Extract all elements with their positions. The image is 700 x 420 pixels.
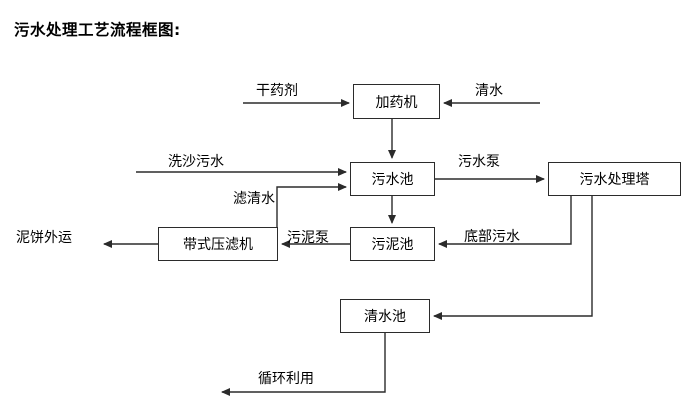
edge-tower-to-cleanwater (433, 196, 593, 320)
edge-tower-bottom-to-sludge (438, 196, 572, 248)
node-label: 污泥池 (371, 237, 414, 253)
edge-cleanwater-to-reuse (221, 333, 386, 396)
node-dosing-machine[interactable]: 加药机 (353, 84, 440, 119)
terminal-mud-cake-out: 泥饼外运 (16, 230, 72, 246)
terminal-fresh-water: 清水 (475, 83, 503, 99)
edge-label-bottom-sewage: 底部污水 (464, 229, 520, 245)
node-label: 带式压滤机 (183, 237, 253, 253)
edge-label-sludge-pump: 污泥泵 (287, 230, 329, 246)
page-title: 污水处理工艺流程框图: (14, 21, 181, 39)
edge-label-filtered-water: 滤清水 (233, 191, 275, 207)
node-clean-water-pool[interactable]: 清水池 (340, 299, 430, 333)
node-label: 清水池 (364, 309, 406, 325)
edge-filtered-water-to-wastewater (276, 183, 347, 227)
node-belt-filter-press[interactable]: 带式压滤机 (158, 227, 278, 261)
node-sludge-pool[interactable]: 污泥池 (350, 227, 435, 261)
node-wastewater-pool[interactable]: 污水池 (350, 162, 435, 196)
terminal-dry-chemical: 干药剂 (256, 83, 298, 99)
terminal-sand-wash-sewage: 洗沙污水 (168, 154, 224, 170)
edge-label-sewage-pump: 污水泵 (458, 154, 500, 170)
node-treatment-tower[interactable]: 污水处理塔 (548, 162, 681, 196)
edge-label-recycle-reuse: 循环利用 (258, 371, 314, 387)
node-label: 污水处理塔 (579, 172, 650, 188)
node-label: 污水池 (371, 172, 414, 188)
node-label: 加药机 (375, 94, 418, 111)
